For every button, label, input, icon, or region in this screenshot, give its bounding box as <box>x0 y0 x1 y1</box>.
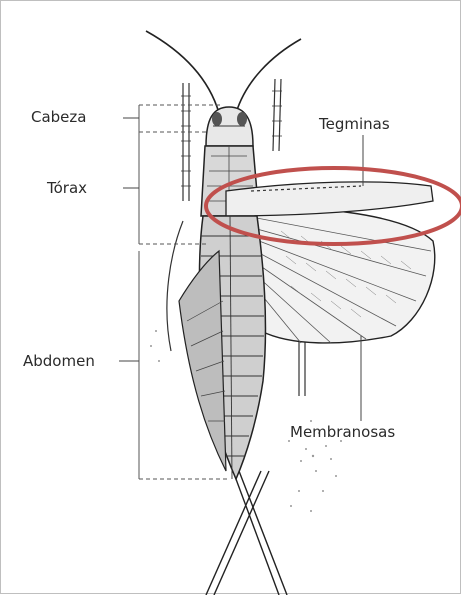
label-abdomen: Abdomen <box>23 354 95 369</box>
membranous-wing <box>239 206 435 343</box>
label-membranosas: Membranosas <box>290 425 395 440</box>
label-tegminas: Tegminas <box>319 117 390 132</box>
folded-wing <box>179 251 226 471</box>
hind-legs <box>206 471 287 595</box>
antennae <box>146 31 301 113</box>
label-torax: Tórax <box>47 181 87 196</box>
label-cabeza: Cabeza <box>31 110 86 125</box>
